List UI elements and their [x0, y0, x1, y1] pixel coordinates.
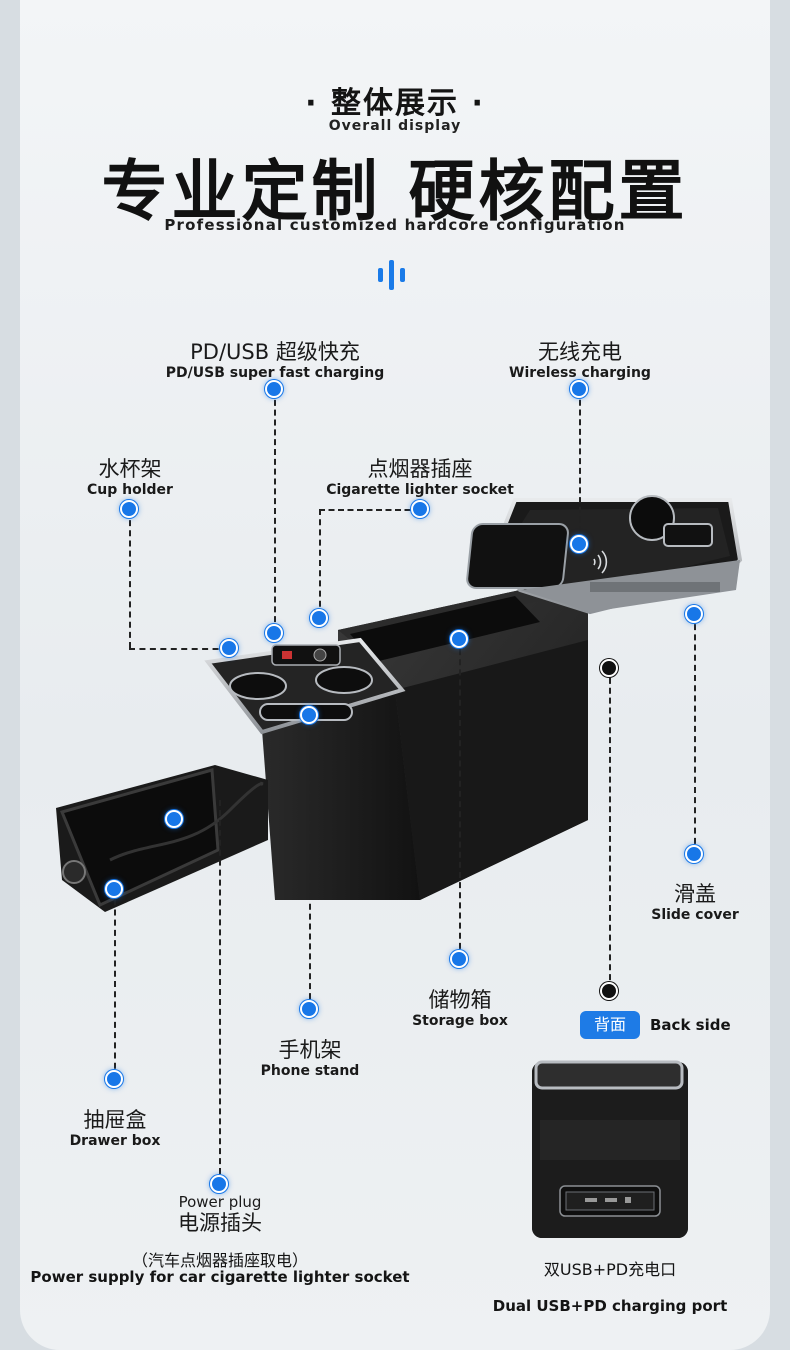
label-cup-holder: 水杯架 Cup holder	[70, 457, 190, 499]
headline-en: Professional customized hardcore configu…	[164, 216, 626, 234]
label-wireless-cn: 无线充电	[538, 340, 622, 364]
leader-line	[274, 390, 276, 632]
marker-dot-dark	[600, 659, 618, 677]
marker-dot	[105, 880, 123, 898]
label-wireless: 无线充电 Wireless charging	[490, 340, 670, 382]
label-storage-box-en: Storage box	[412, 1013, 508, 1029]
label-phone-stand-cn: 手机架	[278, 1038, 342, 1062]
leader-line	[219, 800, 221, 1184]
marker-dot	[220, 639, 238, 657]
leader-line	[319, 509, 321, 617]
power-plug-note-cn: （汽车点烟器插座取电）	[131, 1251, 308, 1270]
section-title-en: Overall display	[328, 118, 462, 134]
back-side-badge: 背面	[580, 1011, 640, 1039]
label-cigarette-cn: 点烟器插座	[367, 457, 473, 481]
marker-dot	[685, 845, 703, 863]
label-slide-cover-en: Slide cover	[651, 907, 739, 923]
label-phone-stand-en: Phone stand	[260, 1063, 360, 1079]
label-power-plug-en: Power plug	[178, 1193, 262, 1211]
label-cup-holder-cn: 水杯架	[98, 457, 162, 481]
leader-line	[694, 614, 696, 854]
leader-line	[309, 715, 311, 1009]
label-drawer-box: 抽屉盒 Drawer box	[55, 1108, 175, 1150]
label-slide-cover-cn: 滑盖	[674, 882, 716, 906]
label-cup-holder-en: Cup holder	[87, 482, 173, 498]
label-storage-box: 储物箱 Storage box	[400, 988, 520, 1030]
marker-dot	[450, 630, 468, 648]
marker-dot	[570, 380, 588, 398]
back-side-label: Back side	[650, 1016, 731, 1034]
label-drawer-box-cn: 抽屉盒	[83, 1108, 147, 1132]
back-side-image	[532, 1060, 688, 1238]
marker-dot-dark	[600, 982, 618, 1000]
label-power-plug: Power plug 电源插头	[120, 1193, 320, 1235]
leader-line	[579, 390, 581, 542]
equalizer-icon	[378, 260, 405, 290]
label-cigarette-en: Cigarette lighter socket	[326, 482, 514, 498]
label-phone-stand: 手机架 Phone stand	[250, 1038, 370, 1080]
section-title-cn: · 整体展示 ·	[305, 86, 485, 121]
leader-line	[319, 509, 420, 511]
marker-dot	[310, 609, 328, 627]
port-caption-cn: 双USB+PD充电口	[543, 1260, 677, 1279]
leader-line	[129, 510, 131, 648]
marker-dot	[105, 1070, 123, 1088]
label-cigarette: 点烟器插座 Cigarette lighter socket	[310, 457, 530, 499]
marker-dot	[210, 1175, 228, 1193]
leader-line	[114, 889, 116, 1079]
label-slide-cover: 滑盖 Slide cover	[630, 882, 760, 924]
marker-dot	[411, 500, 429, 518]
marker-dot	[120, 500, 138, 518]
marker-dot	[165, 810, 183, 828]
label-pd-usb: PD/USB 超级快充 PD/USB super fast charging	[155, 340, 395, 382]
label-storage-box-cn: 储物箱	[428, 988, 492, 1012]
headline-cn: 专业定制 硬核配置	[101, 153, 689, 230]
marker-dot	[265, 624, 283, 642]
power-plug-note-en: Power supply for car cigarette lighter s…	[30, 1268, 410, 1286]
label-wireless-en: Wireless charging	[509, 365, 651, 381]
marker-dot	[570, 535, 588, 553]
marker-dot	[450, 950, 468, 968]
marker-dot	[685, 605, 703, 623]
leader-line	[609, 668, 611, 990]
marker-dot	[300, 706, 318, 724]
marker-dot	[265, 380, 283, 398]
label-pd-usb-en: PD/USB super fast charging	[165, 365, 385, 381]
leader-line	[129, 648, 229, 650]
label-power-plug-cn: 电源插头	[178, 1211, 262, 1235]
marker-dot	[300, 1000, 318, 1018]
port-caption-en: Dual USB+PD charging port	[492, 1297, 728, 1315]
leader-line	[459, 639, 461, 959]
label-pd-usb-cn: PD/USB 超级快充	[190, 340, 360, 364]
label-drawer-box-en: Drawer box	[69, 1133, 161, 1149]
